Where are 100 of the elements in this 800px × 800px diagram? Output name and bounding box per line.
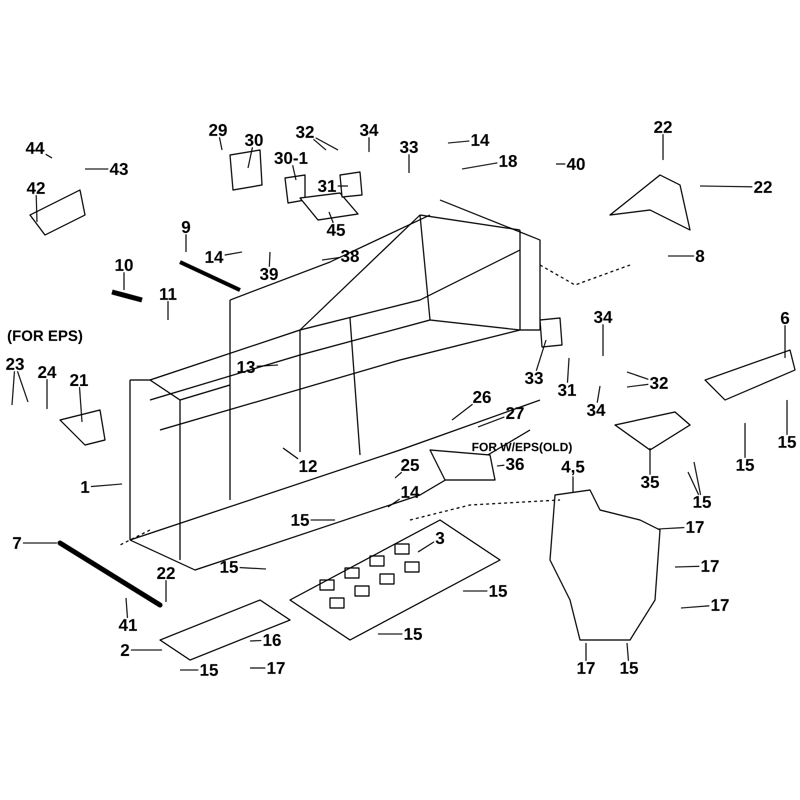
callout-number: 15: [404, 628, 422, 640]
callout-number: 26: [473, 390, 491, 404]
leader-line: [462, 162, 498, 170]
leader-line: [16, 371, 29, 402]
leader-line: [585, 643, 587, 661]
callout-number: 23: [6, 358, 24, 370]
callout-number: 32: [650, 376, 668, 390]
callout-number: 15: [736, 459, 754, 471]
leader-line: [786, 400, 788, 435]
callout-number: 15: [620, 662, 638, 674]
leader-line: [90, 483, 122, 488]
callout-number: 17: [712, 599, 729, 611]
callout-number: 22: [754, 181, 772, 193]
callout-number: 15: [220, 561, 238, 573]
leader-line: [649, 448, 651, 475]
callout-number: 33: [400, 140, 418, 154]
callout-number: 25: [401, 458, 419, 472]
callout-number: 34: [594, 310, 612, 324]
leader-line: [313, 138, 326, 150]
leader-line: [572, 476, 574, 492]
callout-number: 15: [292, 514, 309, 526]
leader-line: [36, 195, 38, 222]
callout-number: 31: [558, 384, 576, 396]
callout-number: 17: [268, 662, 285, 674]
leader-line: [123, 272, 125, 290]
leader-line: [744, 423, 746, 458]
leader-line: [224, 251, 242, 256]
callout-number: 4,5: [561, 460, 584, 476]
leader-line: [185, 234, 187, 252]
leader-line: [338, 185, 348, 187]
leader-line: [250, 640, 262, 642]
leader-line: [448, 140, 470, 144]
leader-line: [165, 580, 167, 602]
callout-number: 42: [26, 182, 45, 194]
callout-number: 21: [70, 374, 88, 386]
leader-line: [247, 147, 253, 168]
leader-line: [626, 371, 649, 380]
callout-number: 34: [586, 404, 606, 416]
leader-line: [556, 163, 566, 165]
leader-line: [292, 165, 297, 180]
callout-number: 10: [116, 258, 133, 272]
leader-line: [408, 154, 410, 173]
callout-number: 17: [702, 560, 719, 572]
callout-number: 11: [160, 288, 177, 300]
leader-line: [78, 387, 83, 422]
leader-line: [680, 605, 710, 609]
callout-number: 22: [654, 121, 672, 133]
callout-number: 22: [157, 567, 175, 579]
callout-number: 33: [524, 372, 543, 384]
leader-line: [22, 542, 57, 544]
note-text: FOR W/EPS(OLD): [472, 442, 572, 454]
leader-line: [626, 384, 648, 388]
callout-number: 31: [318, 180, 336, 192]
leader-line: [388, 498, 400, 508]
leader-line: [310, 519, 335, 521]
callout-number: 8: [696, 250, 704, 262]
callout-number: 7: [13, 537, 21, 549]
leader-line: [463, 590, 488, 592]
callout-number: 14: [472, 134, 490, 146]
leader-line: [662, 134, 664, 160]
leader-line: [452, 404, 473, 420]
callout-number: 12: [300, 460, 317, 472]
leader-line: [218, 137, 223, 150]
leader-line: [130, 649, 162, 651]
callout-number: 15: [200, 664, 218, 676]
callout-number: 30: [244, 134, 263, 146]
leader-line: [85, 168, 108, 170]
leader-line: [256, 364, 278, 367]
callout-number: 24: [38, 366, 56, 378]
leader-line: [418, 541, 434, 552]
leader-line: [11, 371, 16, 406]
callout-number: 15: [490, 585, 507, 597]
leader-line: [784, 325, 786, 358]
callout-number: 18: [500, 154, 517, 168]
callout-number: 40: [566, 158, 585, 170]
leader-line: [45, 154, 52, 158]
leader-line: [496, 464, 504, 467]
note-text: (FOR EPS): [8, 330, 82, 344]
leader-line: [478, 416, 505, 428]
callout-number: 36: [506, 458, 524, 470]
callout-number: 15: [694, 496, 711, 508]
callout-number: 34: [360, 124, 378, 136]
leader-line: [250, 667, 266, 669]
leader-line: [675, 566, 700, 568]
callout-number: 16: [264, 634, 281, 646]
leader-line: [602, 324, 604, 356]
leader-line: [688, 472, 700, 496]
leader-line: [566, 358, 570, 383]
callout-number: 29: [209, 124, 227, 136]
leader-line: [240, 567, 266, 570]
leader-line: [536, 340, 547, 371]
leader-line: [125, 598, 128, 618]
leader-line: [282, 448, 298, 460]
leader-line: [394, 472, 402, 478]
callout-number: 45: [326, 224, 345, 236]
leader-line: [378, 633, 402, 635]
callout-number: 43: [110, 162, 128, 176]
callout-number: 6: [780, 312, 790, 324]
callout-number: 3: [436, 532, 444, 544]
callout-number: 35: [640, 476, 659, 488]
